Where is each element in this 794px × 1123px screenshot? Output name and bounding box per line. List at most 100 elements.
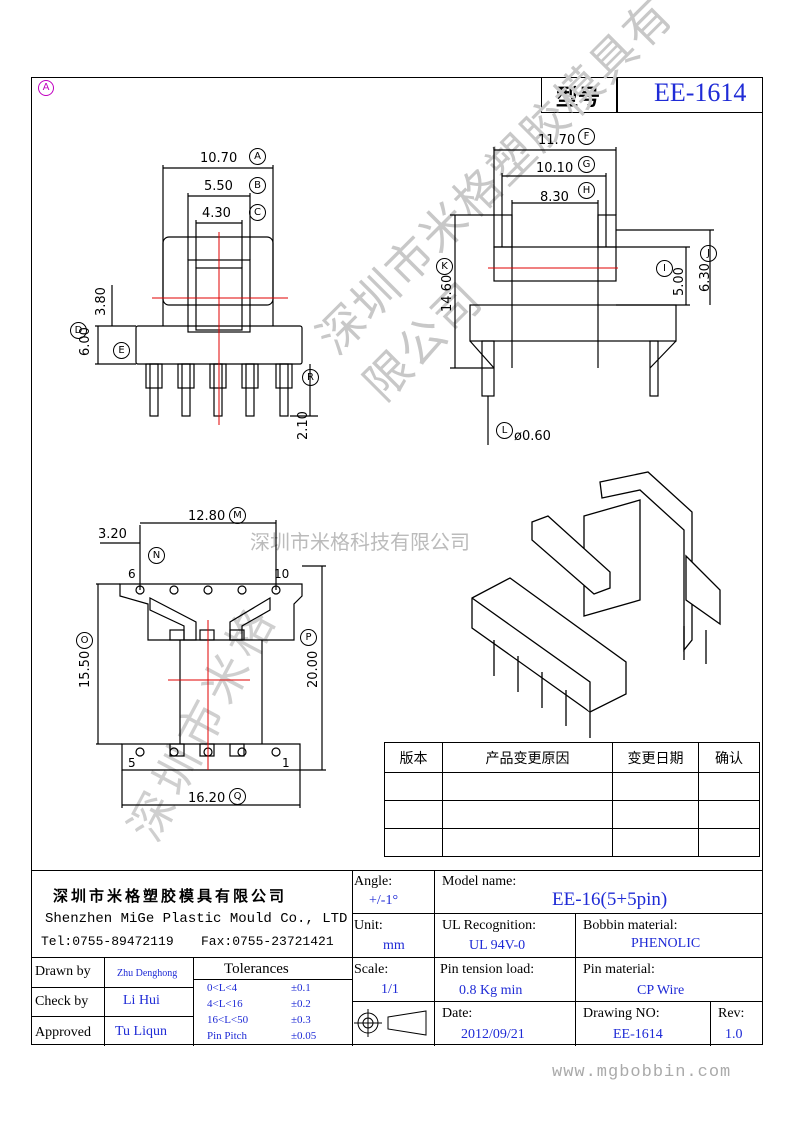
ref-circle-h: H: [578, 182, 595, 199]
drawn-by-value: Zhu Denghong: [117, 968, 178, 979]
ref-circle-g: G: [578, 156, 595, 173]
dim-p-value: 20.00: [306, 650, 321, 688]
tol-value-4: ±0.05: [291, 1030, 317, 1042]
ul-value: UL 94V-0: [469, 938, 526, 953]
check-by-label: Check by: [35, 994, 89, 1009]
revision-header-version: 版本: [384, 742, 443, 773]
side-view: [450, 147, 714, 445]
tol-value-1: ±0.1: [291, 982, 311, 994]
model-header-box: 型号 EE-1614: [541, 77, 763, 113]
bobbin-material-value: PHENOLIC: [631, 936, 701, 951]
ref-circle-k: K: [436, 258, 453, 275]
date-label: Date:: [442, 1006, 473, 1021]
approved-value: Tu Liqun: [115, 1024, 168, 1039]
bobbin-material-label: Bobbin material:: [583, 918, 678, 933]
table-row: [384, 800, 760, 829]
table-row: [384, 828, 760, 857]
company-fax: Fax:0755-23721421: [201, 934, 334, 949]
dim-r-value: 2.10: [296, 411, 311, 440]
unit-value: mm: [383, 938, 405, 953]
title-block: 深圳市米格塑胶模具有限公司 Shenzhen MiGe Plastic Moul…: [31, 870, 763, 1046]
front-view: [95, 165, 318, 417]
drawing-frame: [31, 77, 763, 1045]
corner-mark: A: [38, 80, 54, 96]
model-value: EE-1614: [654, 78, 747, 107]
date-value: 2012/09/21: [461, 1027, 525, 1042]
isometric-view: [471, 471, 721, 738]
angle-label: Angle:: [354, 874, 393, 889]
tolerances-label: Tolerances: [224, 961, 289, 977]
table-row: [384, 772, 760, 801]
revision-header-reason: 产品变更原因: [442, 742, 613, 773]
ref-circle-q: Q: [229, 788, 246, 805]
dim-i-value: 5.00: [672, 267, 687, 296]
check-by-value: Li Hui: [123, 993, 160, 1008]
ref-circle-e: E: [113, 342, 130, 359]
dim-f-value: 11.70: [538, 133, 576, 148]
ref-circle-i: I: [656, 260, 673, 277]
ul-label: UL Recognition:: [442, 918, 536, 933]
tol-range-4: Pin Pitch: [207, 1030, 248, 1042]
ref-circle-r: R: [302, 369, 319, 386]
ref-circle-l: L: [496, 422, 513, 439]
revision-table: 版本 产品变更原因 变更日期 确认: [384, 742, 760, 857]
pin-number-6: 6: [128, 567, 136, 581]
watermark-url: www.mgbobbin.com: [552, 1063, 732, 1082]
dim-side-value: 3.80: [94, 287, 109, 316]
dim-a-value: 10.70: [200, 151, 238, 166]
company-tel: Tel:0755-89472119: [41, 934, 174, 949]
bottom-view: [96, 520, 326, 808]
revision-header-confirm: 确认: [698, 742, 760, 773]
tol-range-1: 0<L<4: [207, 982, 238, 994]
ref-circle-o: O: [76, 632, 93, 649]
dim-g-value: 10.10: [536, 161, 574, 176]
company-name-en: Shenzhen MiGe Plastic Mould Co., LTD: [45, 911, 348, 927]
angle-value: +/-1°: [369, 893, 399, 908]
drawn-by-label: Drawn by: [35, 964, 91, 979]
drawing-no-label: Drawing NO:: [583, 1006, 660, 1021]
dim-b-value: 5.50: [204, 179, 233, 194]
dim-j-value: 6.30: [698, 263, 713, 292]
ref-circle-a: A: [249, 148, 266, 165]
dim-q-value: 16.20: [188, 791, 226, 806]
company-name-cn: 深圳市米格塑胶模具有限公司: [53, 887, 288, 905]
pin-number-10: 10: [274, 567, 290, 581]
dim-l-value: ø0.60: [514, 429, 551, 444]
rev-label: Rev:: [718, 1006, 745, 1021]
dim-n-value: 3.20: [98, 527, 127, 542]
approved-label: Approved: [35, 1025, 91, 1040]
rev-value: 1.0: [725, 1027, 743, 1042]
projection-symbol: [354, 1009, 427, 1037]
scale-label: Scale:: [354, 962, 389, 977]
pin-number-1: 1: [282, 756, 290, 770]
scale-value: 1/1: [381, 982, 399, 997]
tol-range-2: 4<L<16: [207, 998, 243, 1010]
pin-tension-label: Pin tension load:: [440, 962, 535, 977]
unit-label: Unit:: [354, 918, 383, 933]
dim-h-value: 8.30: [540, 190, 569, 205]
dim-c-value: 4.30: [202, 206, 231, 221]
pin-material-label: Pin material:: [583, 962, 655, 977]
watermark-center: 深圳市米格科技有限公司: [250, 530, 470, 554]
revision-header-date: 变更日期: [612, 742, 699, 773]
model-header-divider: [616, 77, 618, 113]
front-centerlines: [152, 232, 288, 425]
ref-circle-b: B: [249, 177, 266, 194]
pin-number-5: 5: [128, 756, 136, 770]
tol-range-3: 16<L<50: [207, 1014, 249, 1026]
ref-circle-m: M: [229, 507, 246, 524]
pin-tension-value: 0.8 Kg min: [459, 983, 523, 998]
ref-circle-n: N: [148, 547, 165, 564]
dim-k-value: 14.60: [440, 274, 455, 312]
tol-value-3: ±0.3: [291, 1014, 311, 1026]
drawing-no-value: EE-1614: [613, 1027, 663, 1042]
tol-value-2: ±0.2: [291, 998, 311, 1010]
ref-circle-j: J: [700, 245, 717, 262]
revision-header-row: 版本 产品变更原因 变更日期 确认: [384, 742, 760, 773]
pin-material-value: CP Wire: [637, 983, 685, 998]
ref-circle-c: C: [249, 204, 266, 221]
model-name-label: Model name:: [442, 874, 517, 889]
ref-circle-p: P: [300, 629, 317, 646]
model-name-value: EE-16(5+5pin): [552, 889, 668, 910]
